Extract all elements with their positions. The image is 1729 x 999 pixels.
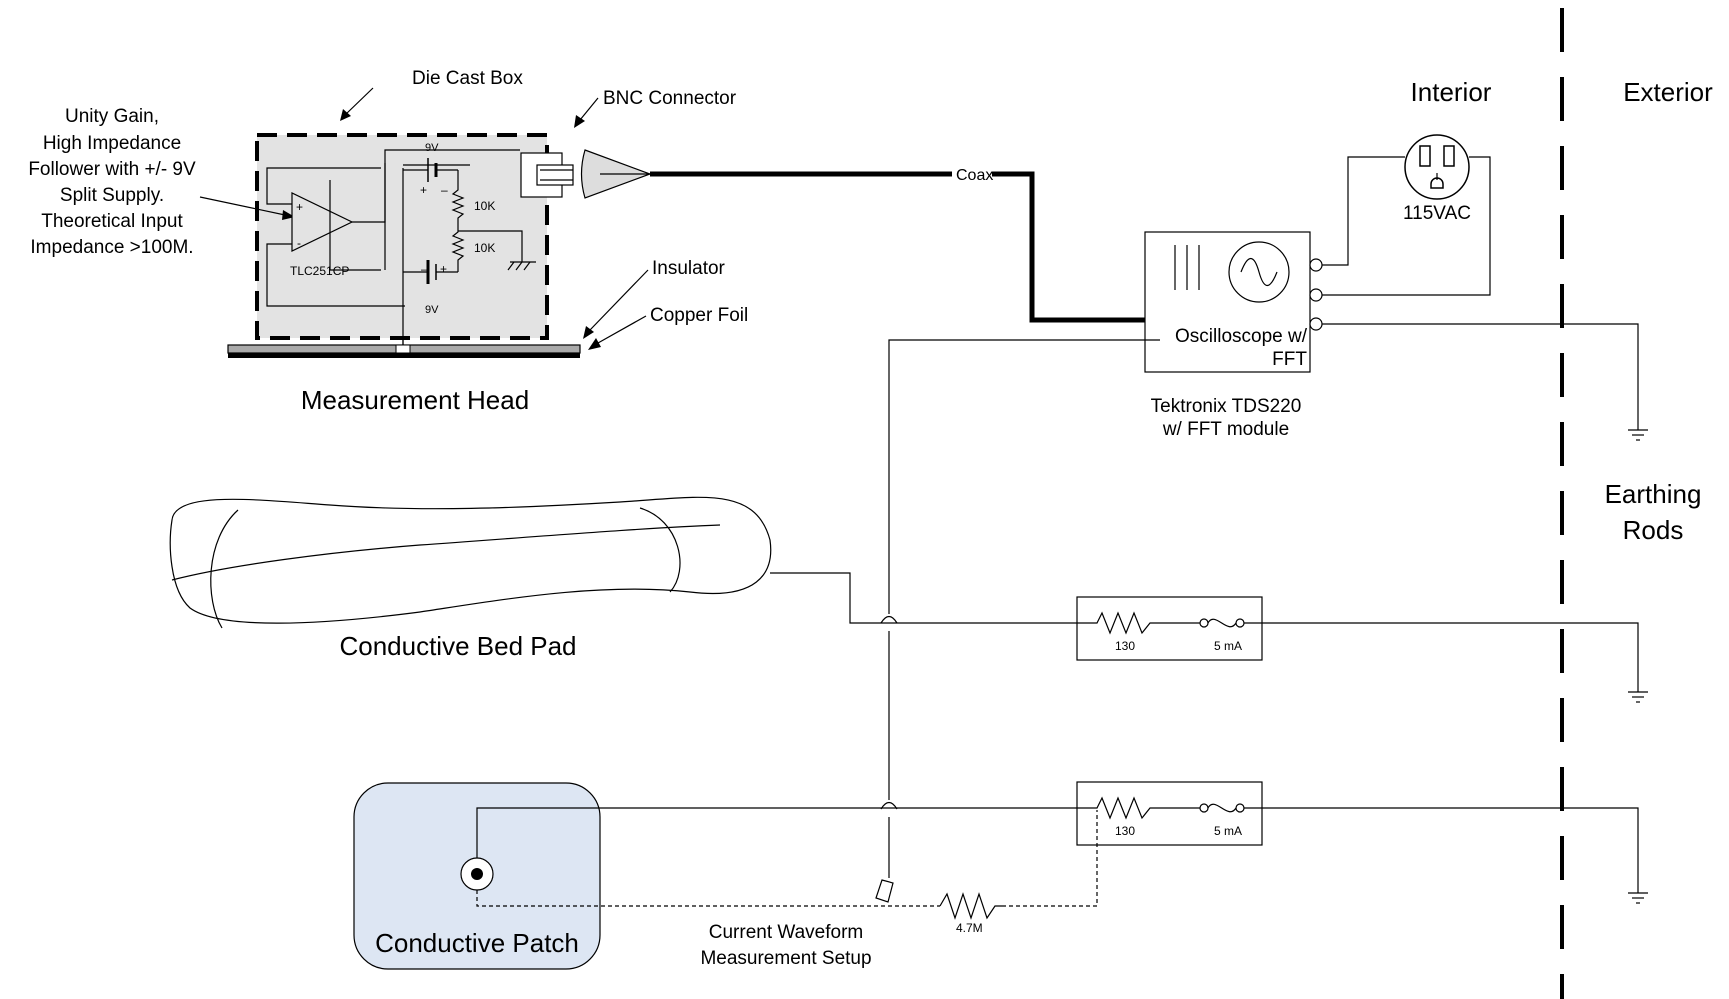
- svg-text:10K: 10K: [474, 241, 495, 255]
- bed-pad-label: Conductive Bed Pad: [339, 631, 576, 661]
- scope-terminal-1: [1309, 258, 1323, 272]
- svg-text:Unity Gain,: Unity Gain,: [65, 106, 159, 127]
- bnc-connector-label: BNC Connector: [603, 88, 737, 109]
- svg-text:Follower with +/- 9V: Follower with +/- 9V: [28, 159, 196, 180]
- coax-label: Coax: [956, 167, 993, 184]
- svg-text:High Impedance: High Impedance: [43, 133, 181, 154]
- earth-ground-icon-3: [1628, 892, 1648, 904]
- follower-description: Unity Gain, High Impedance Follower with…: [28, 106, 196, 258]
- interior-label: Interior: [1411, 77, 1492, 107]
- conductive-bed-pad: [169, 496, 772, 629]
- patch-label: Conductive Patch: [375, 928, 579, 958]
- scope-name-line-1: Oscilloscope w/: [1175, 326, 1308, 347]
- scope-model-line-2: w/ FFT module: [1162, 419, 1289, 440]
- probe-tip-icon: [875, 879, 894, 903]
- chassis-ground-icon: [507, 261, 536, 271]
- patch-resistor-fuse-box: [1076, 781, 1263, 846]
- bed-fuse-label: 5 mA: [1214, 639, 1242, 653]
- current-setup-line-1: Current Waveform: [709, 922, 864, 943]
- die-cast-box-label: Die Cast Box: [412, 68, 523, 89]
- earth-ground-icon-1: [1628, 429, 1648, 441]
- outlet-icon: [1404, 134, 1470, 200]
- divider-resistors: [451, 170, 523, 272]
- battery-top: [403, 158, 458, 182]
- outlet-voltage-label: 115VAC: [1403, 203, 1471, 224]
- svg-text:Theoretical Input: Theoretical Input: [41, 211, 183, 232]
- svg-text:–: –: [421, 262, 428, 276]
- svg-text:+: +: [420, 183, 427, 197]
- scope-terminal-2: [1309, 288, 1323, 302]
- svg-text:+: +: [296, 200, 303, 214]
- battery-bottom-value: 9V: [425, 304, 439, 316]
- svg-text:10K: 10K: [474, 199, 495, 213]
- battery-bottom: [403, 260, 458, 284]
- exterior-label: Exterior: [1623, 77, 1713, 107]
- opamp-part-label: TLC251CP: [290, 264, 349, 278]
- svg-text:Split Supply.: Split Supply.: [60, 185, 164, 206]
- insulator-label: Insulator: [652, 258, 726, 279]
- scope-terminal-3: [1309, 317, 1323, 331]
- battery-top-value: 9V: [425, 142, 439, 154]
- measurement-head-label: Measurement Head: [301, 385, 529, 415]
- bnc-arrow: [574, 115, 585, 128]
- opamp: + - TLC251CP: [290, 192, 354, 278]
- svg-text:-: -: [297, 236, 301, 250]
- scope-name-line-2: FFT: [1272, 349, 1307, 370]
- conductive-patch: [353, 782, 601, 970]
- current-setup-line-2: Measurement Setup: [700, 948, 871, 969]
- patch-resistor-label: 130: [1115, 824, 1135, 838]
- insulator: [228, 353, 580, 358]
- earth-ground-icon-2: [1628, 691, 1648, 703]
- svg-text:–: –: [441, 183, 448, 197]
- current-measurement-setup: [476, 810, 1098, 920]
- bed-resistor-label: 130: [1115, 639, 1135, 653]
- earthing-rods-line-1: Earthing: [1605, 479, 1702, 509]
- oscilloscope: [1144, 231, 1323, 373]
- patch-fuse-label: 5 mA: [1214, 824, 1242, 838]
- coax-cable: [650, 171, 1165, 323]
- svg-text:+: +: [440, 262, 447, 276]
- scope-model-line-1: Tektronix TDS220: [1151, 396, 1302, 417]
- svg-text:Impedance >100M.: Impedance >100M.: [30, 237, 193, 258]
- copper-foil-label: Copper Foil: [650, 305, 748, 326]
- bed-resistor-fuse-box: [1076, 596, 1263, 661]
- shunt-resistor-label: 4.7M: [956, 921, 983, 935]
- earthing-rods-line-2: Rods: [1623, 515, 1684, 545]
- bnc-connector-icon: [520, 149, 652, 199]
- die-cast-box-arrow: [344, 87, 374, 116]
